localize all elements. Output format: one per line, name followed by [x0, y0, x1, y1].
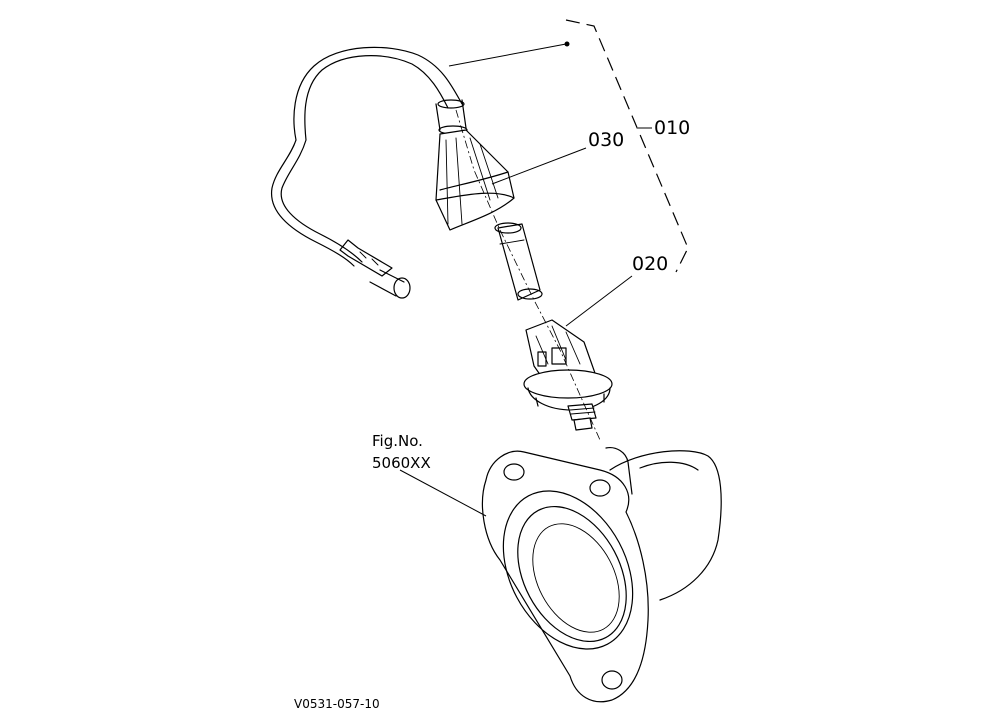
callout-010: 010	[654, 117, 690, 139]
center-axis-line	[455, 109, 601, 441]
drawing-code: V0531-057-10	[294, 697, 380, 711]
pressure-switch	[523, 319, 613, 431]
fig-ref-line1: Fig.No.	[372, 432, 423, 450]
callout-030: 030	[588, 129, 624, 151]
rubber-boot	[435, 129, 515, 231]
leader-line-030	[491, 147, 587, 185]
housing-flange	[481, 447, 722, 703]
wire-harness	[271, 46, 468, 299]
leader-line-fig	[399, 469, 487, 517]
part-010-bracket	[448, 19, 689, 273]
connector-plug	[494, 222, 543, 301]
fig-ref-line2: 5060XX	[372, 454, 431, 472]
callout-020: 020	[632, 253, 668, 275]
leader-line-020	[565, 275, 633, 327]
